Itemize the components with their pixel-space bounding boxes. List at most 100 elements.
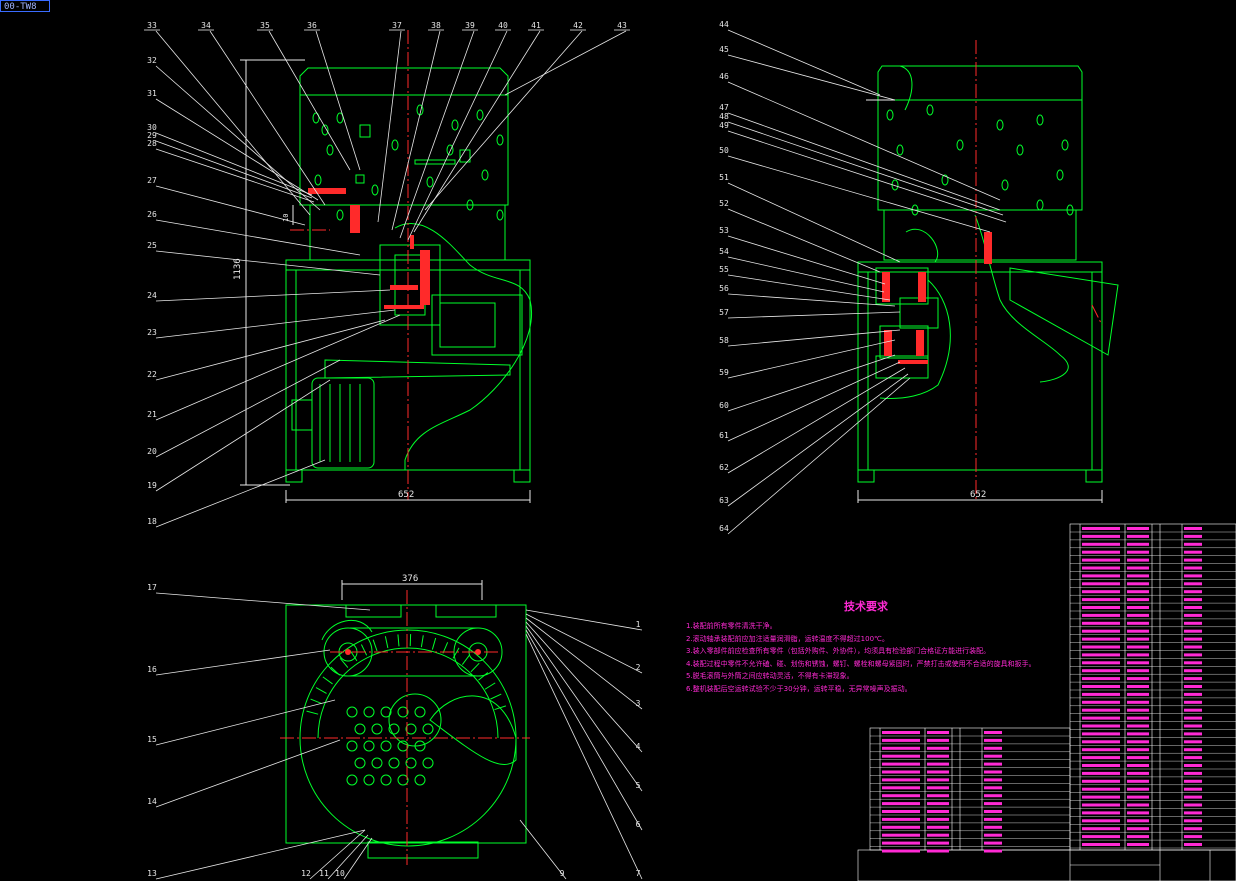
leader-line [727,361,901,442]
drum-hole [1056,169,1064,181]
table-cell [1127,542,1149,546]
disc-hole [346,706,358,718]
drum-hole [996,119,1004,131]
table-cell [1127,692,1149,696]
table-cell [1127,590,1149,594]
table-cell [1184,645,1202,649]
file-tab[interactable]: 00-TW8 [0,0,50,12]
leader-line [155,459,326,528]
balloon-label: 42 [573,21,583,30]
disc-hole [363,706,375,718]
table-cell [1082,542,1120,546]
drum-hole [314,174,322,186]
disc-hole [397,774,409,786]
leader-line [525,629,643,831]
table-cell [1184,787,1202,791]
disc-hole [388,757,400,769]
drum-hole [926,104,934,116]
rim-slot [494,705,507,711]
leader-line [155,739,341,808]
leader-line [155,379,331,492]
table-cell [927,849,949,853]
leader-line [727,274,891,301]
table-cell [1127,756,1149,760]
balloon-label: 24 [147,291,157,300]
table-cell [1082,811,1120,815]
balloon-label: 48 [719,112,729,121]
table-cell [1127,677,1149,681]
balloon-label: 63 [719,496,729,505]
rim-slot [484,682,496,690]
top-centerlines [280,590,530,865]
table-cell [984,786,1002,790]
side-section-hatch [882,232,992,364]
balloon-label: 37 [392,21,402,30]
table-cell [1184,685,1202,688]
table-cell [1127,740,1149,744]
table-cell [1082,740,1120,744]
disc-hole [405,723,417,735]
balloon-label: 59 [719,368,729,377]
leader-line [155,829,366,880]
table-cell [1082,803,1120,807]
side-view [857,65,1119,483]
table-cell [1127,598,1149,602]
tech-line: 6.整机装配后空运转试验不少于30分钟，运转平稳，无异常噪声及振动。 [686,684,912,693]
leader-line [727,373,909,507]
front-height-dim: 1136 [233,258,243,280]
table-cell [1184,756,1202,760]
table-cell [1127,779,1149,783]
leader-line [391,30,441,231]
table-cell [1082,598,1120,602]
leader-line [327,834,369,880]
front-width-dim: 652 [398,490,414,500]
leader-line [315,30,361,171]
table-cell [1184,550,1202,554]
table-cell [882,738,920,742]
table-cell [1127,708,1149,712]
balloon-label: 43 [617,21,627,30]
table-cell [927,762,949,766]
table-cell [984,849,1002,853]
disc-hole [380,774,392,786]
balloon-label: 33 [147,21,157,30]
table-cell [1184,613,1202,617]
table-cell [1184,835,1202,839]
rim-slot [461,654,470,665]
table-cell [927,786,949,790]
balloon-label: 46 [719,72,729,81]
leader-line [727,354,896,412]
drum-hole [1001,179,1009,191]
table-cell [927,833,949,837]
disc-hole [354,757,366,769]
table-cell [1184,843,1202,846]
table-cell [1184,677,1202,681]
balloon-label: 3 [636,699,641,708]
table-cell [1184,637,1202,641]
balloon-label: 49 [719,121,729,130]
side-centerlines [975,40,1103,500]
table-cell [1082,590,1120,594]
table-cell [984,762,1002,766]
disc-hole [380,706,392,718]
drum-hole [446,144,454,156]
leader-line [525,617,643,710]
leader-line [727,29,881,96]
disc-hole [422,757,434,769]
leader-line [155,649,331,676]
balloon-label: 10 [335,869,345,878]
leader-line [209,30,326,206]
table-cell [1127,835,1149,839]
balloon-label: 4 [636,742,641,751]
leader-line [155,132,313,196]
table-cell [927,731,949,734]
drum-hole [321,124,329,136]
table-cell [1082,677,1120,681]
table-cell [984,841,1002,845]
balloon-label: 18 [147,517,157,526]
leader-line [155,699,336,746]
balloon-label: 52 [719,199,729,208]
leader-line [727,182,901,263]
table-cell [1184,653,1202,657]
table-cell [984,746,1002,750]
